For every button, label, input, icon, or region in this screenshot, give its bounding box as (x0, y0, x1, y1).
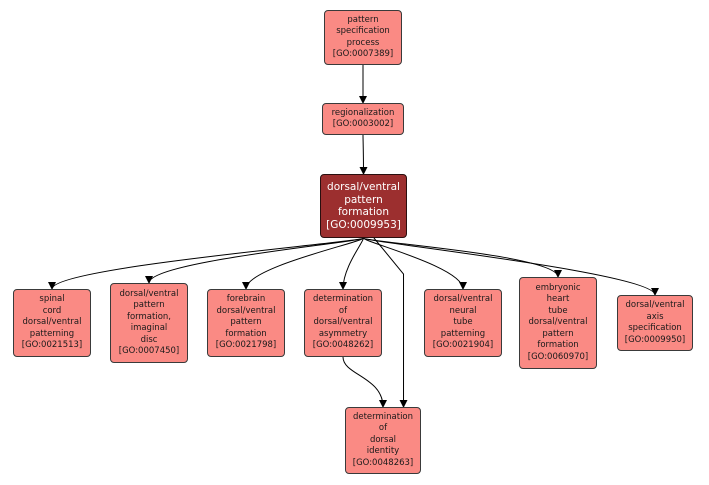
node-go-id: [GO:0021798] (215, 340, 277, 351)
node-label-line: spinal (39, 294, 65, 305)
node-go-id: [GO:0048263] (352, 457, 414, 468)
edge-dorsal-ventral-pattern-formation-to-determination-of-dorsal-ventral-asymmetry (339, 237, 364, 290)
node-spinal-cord-dorsal-ventral-patterning[interactable]: spinal cord dorsal/ventral patterning [G… (13, 289, 91, 357)
edge-dorsal-ventral-pattern-formation-to-dorsal-ventral-pattern-formation-imaginal-disc (145, 237, 364, 284)
node-label-line: pattern (230, 317, 262, 328)
node-label-line: dorsal (369, 434, 397, 445)
node-label-line: asymmetry (318, 328, 368, 339)
node-label-line: embryonic (535, 282, 581, 293)
node-label-line: determination (312, 294, 374, 305)
node-label-line: determination (352, 411, 414, 422)
node-label-line: process (346, 37, 380, 48)
node-label-line: dorsal/ventral (528, 317, 588, 328)
node-label-line: tube (453, 317, 473, 328)
node-go-id: [GO:0007450] (118, 346, 180, 356)
node-label-line: dorsal/ventral (625, 300, 685, 310)
node-label-line: axis (646, 311, 664, 322)
node-label-line: dorsal/ventral (313, 317, 373, 328)
node-label-line: patterning (29, 328, 75, 339)
node-forebrain-dorsal-ventral-pattern-formation[interactable]: forebrain dorsal/ventral pattern formati… (207, 289, 285, 357)
edge-dorsal-ventral-pattern-formation-to-dorsal-ventral-axis-specification (363, 237, 659, 296)
node-label-line: specification (336, 26, 390, 36)
node-determination-of-dorsal-ventral-asymmetry[interactable]: determination of dorsal/ventral asymmetr… (304, 289, 382, 357)
node-label-line: pattern (344, 193, 383, 206)
edge-dorsal-ventral-pattern-formation-to-forebrain-dorsal-ventral-pattern-formation (242, 237, 364, 290)
node-label-line: tube (548, 305, 568, 316)
node-label-line: cord (42, 305, 62, 316)
node-dorsal-ventral-pattern-formation-imaginal-disc[interactable]: dorsal/ventral pattern formation, imagin… (110, 283, 188, 363)
node-label-line: dorsal/ventral (216, 305, 276, 316)
node-label-line: imaginal (130, 323, 168, 333)
node-label-line: dorsal/ventral (327, 181, 400, 193)
node-label-line: heart (546, 294, 570, 305)
node-label-line: dorsal/ventral (433, 294, 493, 305)
node-embryonic-heart-tube-dorsal-ventral-pattern-formation[interactable]: embryonic heart tube dorsal/ventral patt… (519, 277, 597, 369)
node-label-line: pattern (347, 14, 379, 25)
node-label-line: dorsal/ventral (119, 288, 179, 299)
node-dorsal-ventral-pattern-formation[interactable]: dorsal/ventral pattern formation [GO:000… (320, 174, 407, 238)
node-label-line: of (338, 305, 348, 316)
node-label-line: neural (449, 305, 477, 316)
node-go-id: [GO:0021904] (432, 340, 494, 351)
node-label-line: formation (337, 206, 390, 218)
node-regionalization[interactable]: regionalization [GO:0003002] (322, 103, 404, 135)
node-label-line: dorsal/ventral (22, 317, 82, 328)
node-label-line: patterning (440, 328, 486, 339)
edge-regionalization-to-dorsal-ventral-pattern-formation (359, 134, 368, 175)
edge-dorsal-ventral-pattern-formation-to-determination-of-dorsal-identity (373, 237, 408, 408)
node-label-line: pattern (542, 328, 574, 339)
node-go-id: [GO:0009953] (326, 218, 401, 231)
node-label-line: pattern (133, 300, 165, 310)
node-go-id: [GO:0009950] (624, 334, 686, 345)
node-label-line: of (378, 423, 388, 434)
edge-determination-of-dorsal-ventral-asymmetry-to-determination-of-dorsal-identity (342, 356, 387, 408)
edge-dorsal-ventral-pattern-formation-to-dorsal-ventral-neural-tube-patterning (363, 237, 467, 290)
node-go-id: [GO:0007389] (332, 49, 394, 59)
node-pattern-specification-process[interactable]: pattern specification process [GO:000738… (324, 10, 402, 65)
edge-dorsal-ventral-pattern-formation-to-embryonic-heart-tube-dorsal-ventral-pattern-formation (363, 237, 562, 278)
node-determination-of-dorsal-identity[interactable]: determination of dorsal identity [GO:004… (345, 407, 421, 474)
node-dorsal-ventral-neural-tube-patterning[interactable]: dorsal/ventral neural tube patterning [G… (424, 289, 502, 357)
node-label-line: formation, (126, 311, 171, 322)
node-label-line: identity (366, 446, 400, 457)
node-label-line: formation (537, 340, 579, 351)
node-go-id: [GO:0048262] (312, 340, 374, 351)
node-label-line: forebrain (226, 294, 266, 305)
node-label-line: disc (140, 334, 158, 345)
node-go-id: [GO:0060970] (527, 351, 589, 362)
node-label-line: formation (225, 328, 267, 339)
node-go-id: [GO:0003002] (332, 119, 394, 129)
node-go-id: [GO:0021513] (21, 340, 83, 351)
node-label-line: specification (628, 323, 682, 333)
node-label-line: regionalization (331, 107, 395, 118)
node-dorsal-ventral-axis-specification[interactable]: dorsal/ventral axis specification [GO:00… (617, 295, 693, 351)
